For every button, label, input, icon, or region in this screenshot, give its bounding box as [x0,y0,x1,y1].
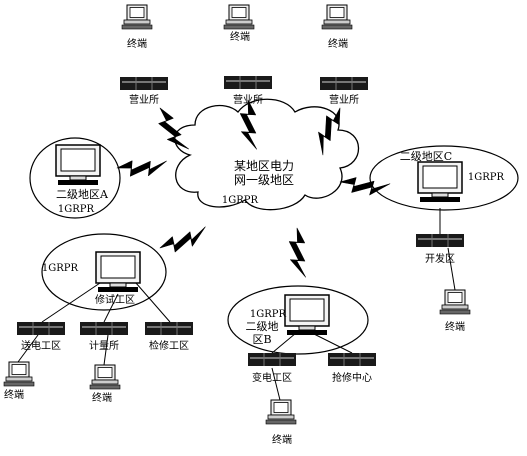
dept-label: 变电工区 [252,371,292,384]
terminal-icon [439,289,471,315]
connector-line [447,247,456,291]
office-label: 营业所 [129,93,159,106]
top-office-3: 终端 营业所 [319,4,369,106]
wireless-link-icon [115,155,169,181]
region-d: 1GRPR 修试工区 送电工区 计量所 检修工区 终端 终端 [3,233,194,404]
region-c: 二级地区C 1GRPR 开发区 终端 [369,145,519,333]
switch-icon [79,321,129,336]
region-c-link: 1GRPR [468,172,505,183]
cloud-link-label: 1GRPR [222,195,259,206]
region-b-name-line1: 二级地 [246,320,279,333]
wireless-link-icon [157,221,211,260]
cloud-label-line1: 某地区电力 [234,159,294,173]
connector-line [271,332,297,354]
monitor-icon [284,294,330,336]
connector-line [41,282,101,323]
terminal-label: 终端 [4,388,24,401]
dept-label: 送电工区 [21,339,61,352]
terminal-icon [321,4,353,30]
switch-icon [327,352,377,367]
region-b: 1GRPR 二级地 区B 变电工区 抢修中心 终端 [227,285,377,446]
connector-line [103,334,109,366]
connector-line [135,282,171,323]
terminal-icon [3,361,35,387]
region-a-boundary [29,137,121,219]
region-a-link: 1GRPR [58,204,95,215]
region-a-name: 二级地区A [56,188,109,201]
region-a: 二级地区A 1GRPR [29,137,121,219]
dept-label: 抢修中心 [332,371,372,384]
terminal-label: 终端 [445,320,465,333]
cloud-label-line2: 网一级地区 [234,173,294,187]
top-office-1: 终端 营业所 [119,4,169,106]
region-c-boundary [369,145,519,211]
switch-icon [319,76,369,91]
wireless-link-icon [284,226,312,280]
cloud-shape [174,98,360,211]
terminal-label: 终端 [127,37,147,50]
switch-icon [16,321,66,336]
switch-icon [119,76,169,91]
wireless-link-icon [339,176,391,197]
dept-label: 检修工区 [149,339,189,352]
dept-label: 计量所 [89,339,119,352]
dept-label: 开发区 [425,252,455,265]
monitor-icon [417,161,463,203]
office-label: 营业所 [233,93,263,106]
terminal-icon [223,4,255,30]
terminal-label: 终端 [92,391,112,404]
office-label: 营业所 [329,93,359,106]
switch-icon [415,233,465,248]
terminal-label: 终端 [230,30,250,43]
monitor-icon [95,251,141,293]
switch-icon [247,352,297,367]
top-office-2: 终端 营业所 [223,4,273,106]
region-d-link: 1GRPR [42,263,79,274]
switch-icon [223,75,273,90]
region-b-link: 1GRPR [250,309,287,320]
terminal-label: 终端 [272,433,292,446]
region-c-name: 二级地区C [400,150,452,163]
central-network-cloud: 某地区电力 网一级地区 1GRPR [174,98,360,211]
connector-line [17,334,39,363]
terminal-icon [89,364,121,390]
terminal-icon [265,399,297,425]
connector-line [311,332,353,354]
monitor-icon [55,144,101,186]
switch-icon [144,321,194,336]
connector-line [271,367,281,401]
terminal-icon [121,4,153,30]
region-b-boundary [227,285,369,355]
region-b-name-line2: 区B [252,333,271,346]
connector-line [103,293,119,323]
region-d-boundary [41,233,167,311]
terminal-label: 终端 [328,37,348,50]
